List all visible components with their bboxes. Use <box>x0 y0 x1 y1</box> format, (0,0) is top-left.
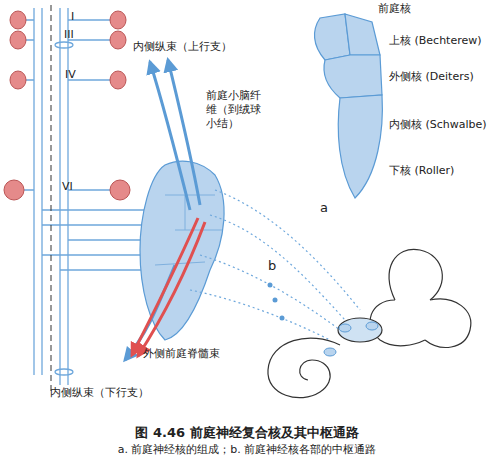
nucleus-label: 下核 (Roller) <box>389 164 454 178</box>
fiber-label: 前庭小脑纤维（到绒球小结） <box>206 89 262 130</box>
nerve-number: VI <box>62 180 73 194</box>
caption-sub: a. 前庭神经核的组成；b. 前庭神经核各部的中枢通路 <box>0 442 494 457</box>
nerve-number: I <box>71 10 74 24</box>
nerve-number: III <box>64 28 74 42</box>
group-title: 前庭核 <box>378 2 411 16</box>
tract-label: 外侧前庭脊髓束 <box>143 347 220 361</box>
panel-letter: b <box>268 258 276 274</box>
tract-label: 内侧纵束（上行支） <box>133 40 232 54</box>
nucleus-label: 内侧核 (Schwalbe) <box>389 118 487 132</box>
figure-caption: 图 4.46 前庭神经复合核及其中枢通路 <box>0 424 494 442</box>
panel-letter: a <box>320 200 328 216</box>
nucleus-label: 外侧核 (Deiters) <box>389 70 474 84</box>
tract-label: 内侧纵束（下行支） <box>50 386 149 400</box>
nucleus-label: 上核 (Bechterew) <box>389 34 482 48</box>
nerve-number: IV <box>65 68 76 82</box>
